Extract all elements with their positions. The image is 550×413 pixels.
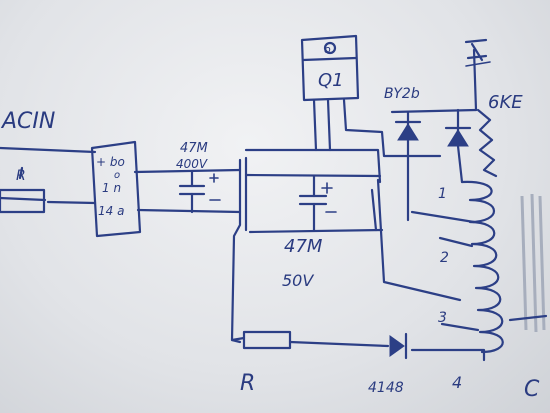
label-bridge-bottom: 14 a bbox=[98, 204, 124, 218]
label-transistor-name: Q1 bbox=[318, 70, 344, 91]
capacitor-1 bbox=[178, 170, 221, 214]
label-cap-right: C bbox=[524, 377, 540, 402]
label-ac-in: ACIN bbox=[0, 109, 55, 134]
label-cap1-value: 47M bbox=[180, 141, 208, 156]
label-cap2-value: 47M bbox=[284, 236, 323, 257]
bridge-rectifier bbox=[90, 140, 142, 238]
coil-pin-leads bbox=[410, 210, 486, 362]
bottom-resistor bbox=[230, 330, 390, 350]
label-top-right: 6KE bbox=[488, 92, 523, 113]
label-bridge-top: + bo bbox=[96, 155, 125, 169]
label-cap1-voltage: 400V bbox=[176, 157, 208, 171]
label-pin2: 2 bbox=[440, 250, 449, 266]
transistor-q1 bbox=[300, 34, 442, 158]
label-diode-4148: 4148 bbox=[368, 380, 404, 396]
main-rails bbox=[230, 148, 462, 344]
label-pin4: 4 bbox=[452, 373, 462, 392]
diode-4148 bbox=[389, 332, 408, 360]
transformer-coil bbox=[460, 180, 504, 354]
bridge-output-wires bbox=[133, 168, 242, 214]
diode-pair bbox=[390, 108, 478, 222]
label-cap2-voltage: 50V bbox=[282, 271, 314, 290]
label-bottom-resistor: R bbox=[240, 371, 255, 396]
tvs-component bbox=[464, 38, 491, 112]
zigzag-element bbox=[476, 108, 498, 178]
label-bridge-mid1: o bbox=[114, 170, 120, 181]
transformer-core bbox=[520, 193, 546, 333]
label-diode-pair: BY2b bbox=[384, 86, 420, 102]
capacitor-2 bbox=[298, 174, 337, 232]
ac-input-lines bbox=[0, 146, 97, 205]
label-transistor-pin: o bbox=[324, 43, 331, 56]
label-input-resistor: R bbox=[16, 168, 26, 184]
label-pin1: 1 bbox=[438, 186, 447, 202]
label-pin3: 3 bbox=[438, 310, 447, 326]
diagram-labels: ACIN R + bo o 1 n 14 a 47M 400V o Q1 BY2… bbox=[0, 43, 540, 402]
label-bridge-mid2: 1 n bbox=[102, 181, 121, 195]
right-capacitor bbox=[508, 314, 548, 322]
input-resistor bbox=[0, 166, 46, 214]
